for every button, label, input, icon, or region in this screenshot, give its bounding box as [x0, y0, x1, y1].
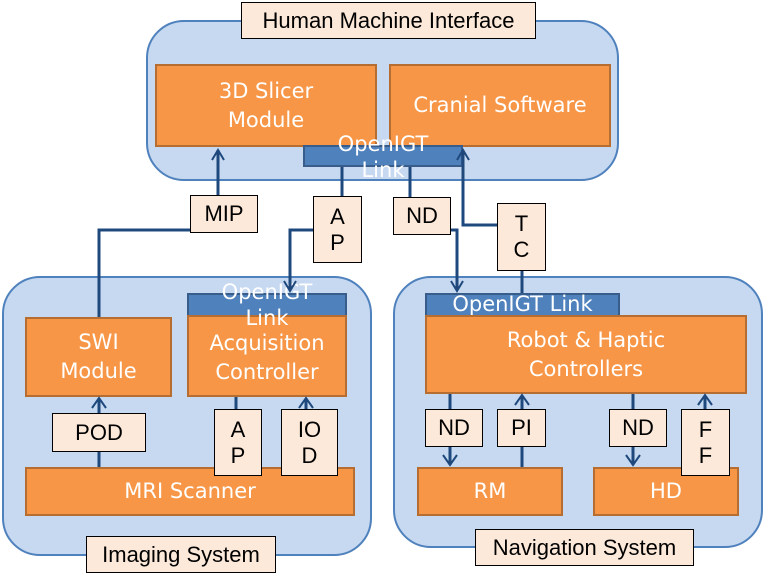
message-nd-hd: ND: [609, 409, 667, 447]
acquisition-controller-block[interactable]: Acquisition Controller: [187, 315, 347, 397]
navigation-system-title: Navigation System: [475, 529, 694, 566]
imaging-system-title: Imaging System: [86, 536, 276, 573]
slicer-module-block[interactable]: 3D Slicer Module: [155, 64, 377, 147]
message-nd-top: ND: [393, 197, 451, 235]
message-pod: POD: [52, 413, 146, 452]
message-ap-top: A P: [313, 196, 362, 263]
hmi-openigt-link-label: OpenIGT Link: [337, 132, 429, 182]
navigation-openigt-link-label: OpenIGT Link: [452, 292, 593, 316]
message-nd-rm: ND: [425, 409, 483, 447]
message-pi: PI: [497, 409, 546, 447]
cranial-software-block[interactable]: Cranial Software: [389, 64, 611, 147]
message-iod: IO D: [281, 409, 338, 476]
message-ap-bottom: A P: [214, 409, 262, 476]
message-ff: F F: [681, 409, 730, 476]
robot-haptic-controllers-block[interactable]: Robot & Haptic Controllers: [425, 315, 747, 394]
imaging-openigt-link-label: OpenIGT Link: [221, 280, 313, 330]
swi-module-block[interactable]: SWI Module: [25, 317, 172, 397]
message-tc: T C: [497, 203, 546, 271]
message-mip: MIP: [190, 195, 258, 233]
rm-block[interactable]: RM: [417, 467, 563, 516]
hmi-title: Human Machine Interface: [241, 2, 536, 39]
